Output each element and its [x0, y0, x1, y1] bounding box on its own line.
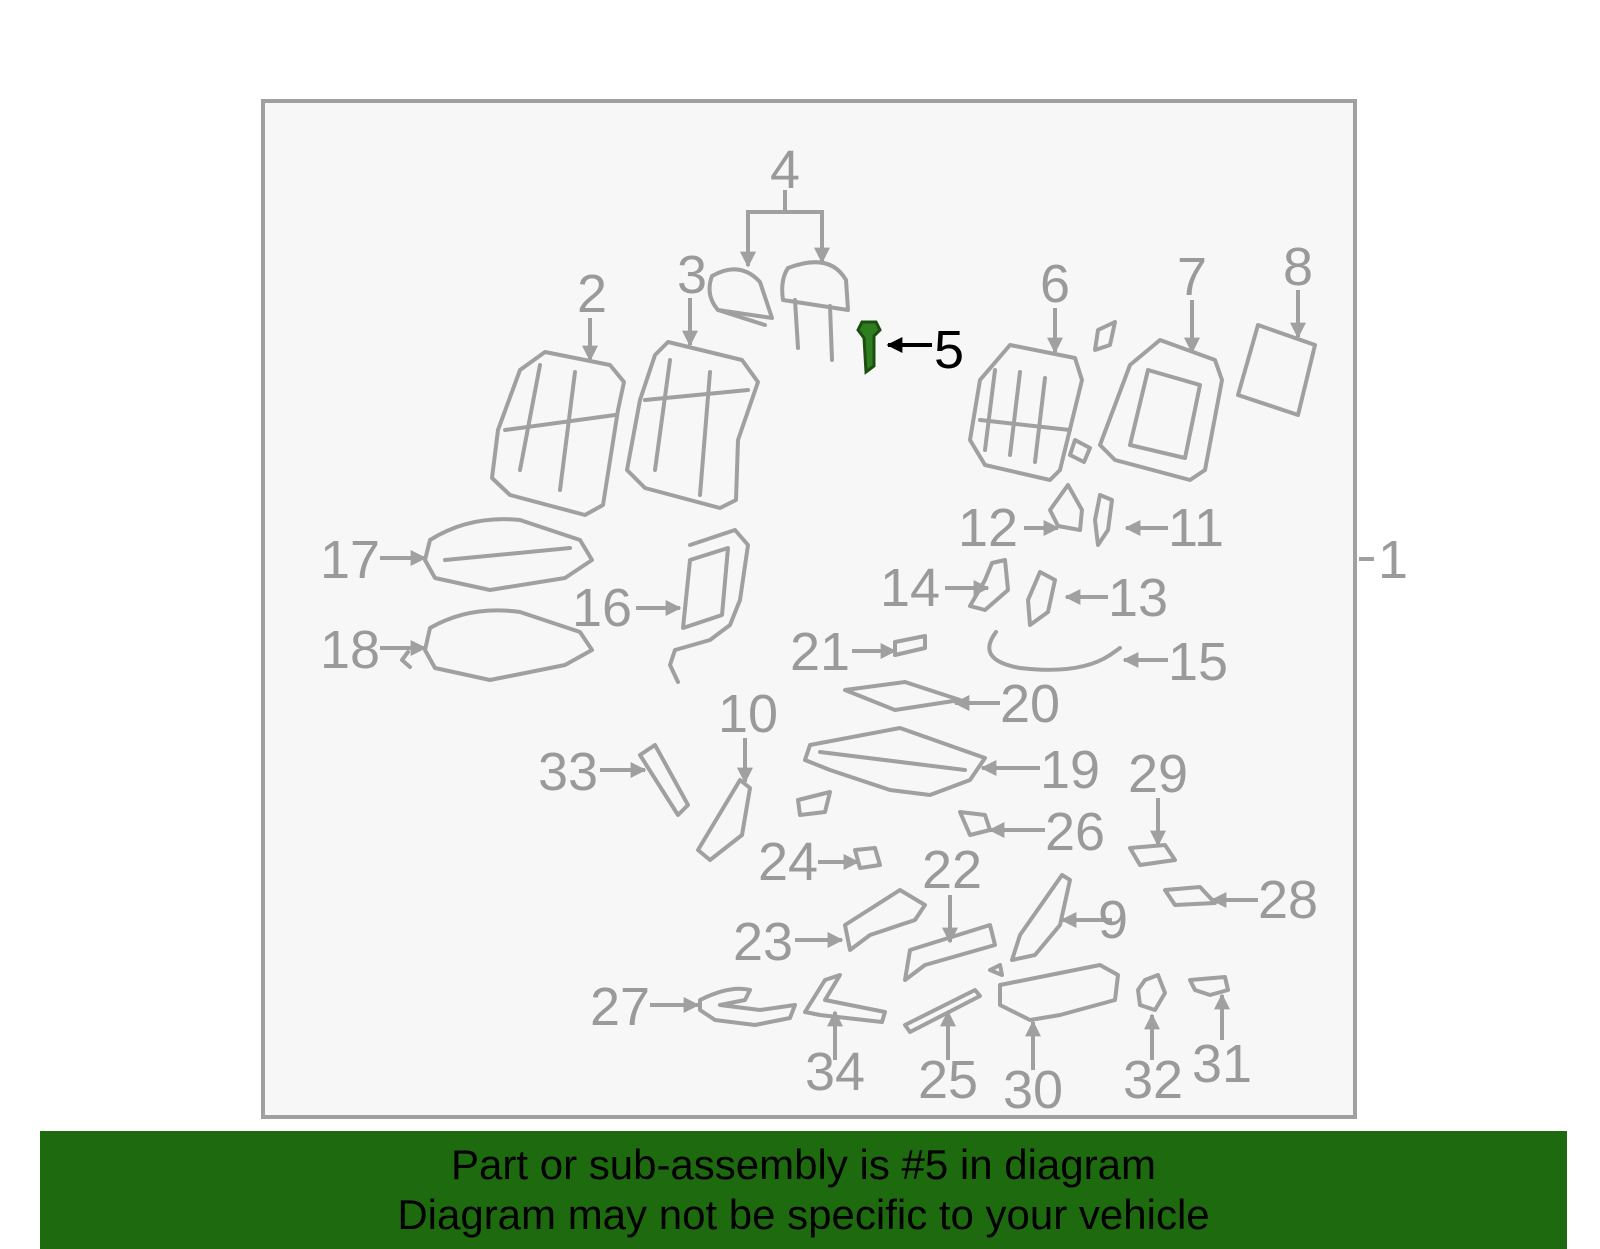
callout-6[interactable]: 6: [1040, 254, 1070, 314]
callout-28[interactable]: 28: [1258, 870, 1318, 930]
part-18-cushion-pad[interactable]: [400, 608, 594, 682]
leader-lines: [380, 190, 1306, 1070]
callout-12[interactable]: 12: [958, 498, 1018, 558]
callout-24[interactable]: 24: [758, 832, 818, 892]
callout-14[interactable]: 14: [880, 558, 940, 618]
callout-4[interactable]: 4: [770, 140, 800, 200]
callout-32[interactable]: 32: [1123, 1050, 1183, 1110]
callout-10[interactable]: 10: [718, 684, 778, 744]
callout-1[interactable]: 1: [1378, 530, 1408, 590]
part-10-cover[interactable]: [696, 778, 752, 862]
callout-17[interactable]: 17: [320, 530, 380, 590]
banner-line-disclaimer: Diagram may not be specific to your vehi…: [397, 1191, 1210, 1238]
callout-20[interactable]: 20: [1000, 674, 1060, 734]
callout-22[interactable]: 22: [922, 840, 982, 900]
callout-11[interactable]: 11: [1168, 498, 1224, 558]
callout-26[interactable]: 26: [1045, 802, 1105, 862]
callout-30[interactable]: 30: [1003, 1060, 1063, 1120]
part-34-link[interactable]: [803, 973, 887, 1024]
part-25-rail[interactable]: [903, 988, 982, 1034]
callout-9[interactable]: 9: [1098, 890, 1128, 950]
callout-2[interactable]: 2: [577, 264, 607, 324]
callout-7[interactable]: 7: [1177, 247, 1207, 307]
diagram-frame: [261, 99, 1357, 1119]
callout-29[interactable]: 29: [1128, 744, 1188, 804]
part-7-seatback-panel[interactable]: [1098, 338, 1224, 482]
part-30-side-shield[interactable]: [988, 963, 1120, 1022]
callout-19[interactable]: 19: [1040, 740, 1100, 800]
parts-diagram: 1 2 3 4 5 6 7 8 9 10 11 12 13 14 15 16 1…: [261, 99, 1408, 1120]
part-3-seatback-pad[interactable]: [625, 340, 760, 510]
part-23-track[interactable]: [843, 888, 927, 952]
banner-line-part: Part or sub-assembly is #5 in diagram: [451, 1141, 1156, 1188]
callout-18[interactable]: 18: [320, 620, 380, 680]
part-5-headrest-guide[interactable]: [856, 320, 882, 375]
callout-25[interactable]: 25: [918, 1050, 978, 1110]
part-27-handle[interactable]: [698, 986, 797, 1027]
part-32-knob[interactable]: [1136, 973, 1167, 1012]
part-4-headrests[interactable]: [707, 260, 850, 362]
callout-21[interactable]: 21: [790, 622, 850, 682]
callout-33[interactable]: 33: [538, 742, 598, 802]
callout-34[interactable]: 34: [805, 1042, 865, 1102]
part-15-cable[interactable]: [987, 630, 1122, 672]
callout-27[interactable]: 27: [590, 977, 650, 1037]
callout-31[interactable]: 31: [1192, 1034, 1252, 1094]
callout-13[interactable]: 13: [1108, 568, 1168, 628]
part-misc-tab[interactable]: [796, 790, 832, 817]
info-banner: Part or sub-assembly is #5 in diagram Di…: [40, 1131, 1567, 1249]
callout-16[interactable]: 16: [572, 578, 632, 638]
part-22-track[interactable]: [903, 923, 997, 982]
part-6-seatback-frame[interactable]: [968, 320, 1117, 482]
callout-8[interactable]: 8: [1283, 237, 1313, 297]
callout-5[interactable]: 5: [934, 320, 964, 380]
part-9-bracket[interactable]: [1010, 873, 1072, 962]
callout-23[interactable]: 23: [733, 912, 793, 972]
callout-15[interactable]: 15: [1168, 632, 1228, 692]
part-33-cover[interactable]: [638, 743, 690, 817]
callout-labels: 1 2 3 4 5 6 7 8 9 10 11 12 13 14 15 16 1…: [320, 140, 1408, 1120]
callout-3[interactable]: 3: [677, 245, 707, 305]
part-17-cushion-cover[interactable]: [423, 517, 594, 592]
part-11-bracket[interactable]: [1093, 493, 1114, 547]
part-16-lumbar[interactable]: [668, 528, 750, 684]
part-12-bracket[interactable]: [1048, 483, 1084, 532]
part-13-trim[interactable]: [1026, 570, 1057, 627]
part-2-seatback-cover[interactable]: [490, 350, 626, 517]
part-31-cap[interactable]: [1188, 975, 1230, 997]
part-19-cushion-pan[interactable]: [803, 726, 987, 797]
